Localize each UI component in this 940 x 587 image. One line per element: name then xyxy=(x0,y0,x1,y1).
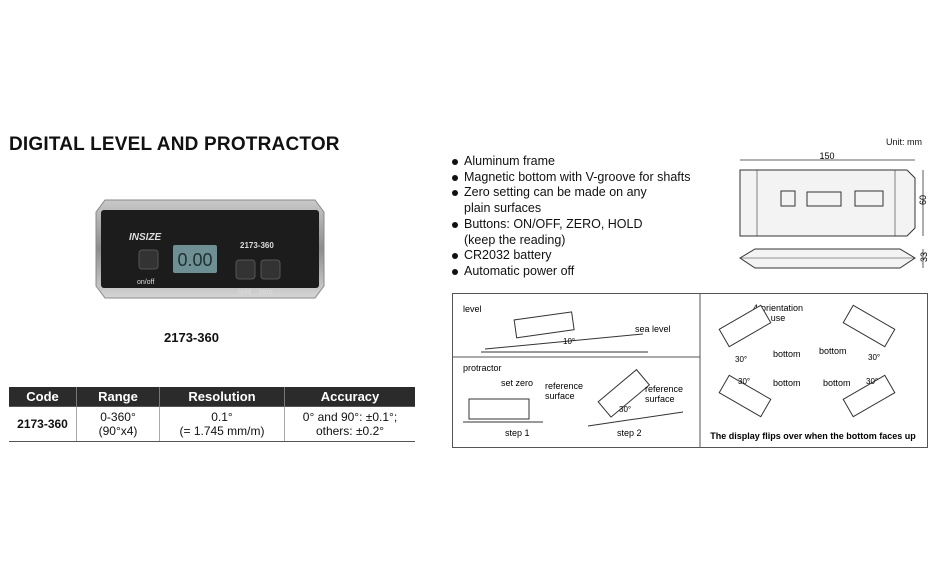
product-model-caption: 2173-360 xyxy=(164,330,219,345)
bottom-label-4: bottom xyxy=(823,378,851,388)
unit-label: Unit: mm xyxy=(886,137,922,147)
angle-30b-label-2: 30° xyxy=(868,353,880,362)
brand-logo: INSIZE xyxy=(129,232,162,243)
cell-range: 0-360°(90°x4) xyxy=(76,406,160,442)
col-code: Code xyxy=(9,387,77,407)
zero-label: zero xyxy=(259,289,273,296)
bullet-icon xyxy=(452,159,458,165)
cell-accuracy: 0° and 90°: ±0.1°;others: ±0.2° xyxy=(284,406,415,442)
hold-label: hold xyxy=(238,289,251,296)
list-item: Aluminum frame xyxy=(452,154,691,170)
list-item: Buttons: ON/OFF, ZERO, HOLD(keep the rea… xyxy=(452,217,691,248)
dimension-drawing: 150 60 33 xyxy=(739,151,929,269)
onoff-button xyxy=(138,249,159,270)
step2-label: step 2 xyxy=(617,428,642,438)
bullet-icon xyxy=(452,253,458,260)
diagram-caption: The display flips over when the bottom f… xyxy=(710,431,916,441)
protractor-label: protractor xyxy=(463,363,502,373)
step1-label: step 1 xyxy=(505,428,530,438)
hold-button xyxy=(235,259,256,280)
angle-30b-label-3: 30° xyxy=(738,377,750,386)
usage-diagram-canvas: level sea level 10° protractor set zero … xyxy=(453,294,916,447)
table-row: 2173-360 0-360°(90°x4) 0.1°(= 1.745 mm/m… xyxy=(9,406,415,442)
angle-30-label: 30° xyxy=(619,405,631,414)
sea-level-label: sea level xyxy=(635,324,671,334)
dim-thickness: 33 xyxy=(919,252,929,262)
bullet-icon xyxy=(452,190,458,197)
spec-table-header: Code Range Resolution Accuracy xyxy=(9,387,415,407)
bottom-label-3: bottom xyxy=(773,378,801,388)
dim-width: 150 xyxy=(819,151,834,161)
bullet-icon xyxy=(452,268,458,275)
bottom-label-2: bottom xyxy=(819,346,847,356)
lcd-display xyxy=(173,245,217,273)
page-title: DIGITAL LEVEL AND PROTRACTOR xyxy=(9,134,340,155)
list-item: Automatic power off xyxy=(452,264,691,280)
level-label: level xyxy=(463,304,482,314)
cell-code: 2173-360 xyxy=(9,406,77,442)
list-item: Magnetic bottom with V-groove for shafts xyxy=(452,170,691,186)
bullet-icon xyxy=(452,221,458,228)
bullet-icon xyxy=(452,174,458,181)
angle-10-label: 10° xyxy=(563,337,575,346)
angle-30b-label-4: 30° xyxy=(866,377,878,386)
col-range: Range xyxy=(76,387,160,407)
cell-resolution: 0.1°(= 1.745 mm/m) xyxy=(159,406,285,442)
spec-table: Code Range Resolution Accuracy 2173-360 … xyxy=(9,387,415,442)
zero-button xyxy=(260,259,281,280)
device-model-label: 2173-360 xyxy=(240,241,274,250)
usage-diagram: level sea level 10° protractor set zero … xyxy=(452,293,928,448)
product-image: 0.00 INSIZE 2173-360 on/off hold zero xyxy=(95,199,325,299)
bottom-label-1: bottom xyxy=(773,349,801,359)
col-resolution: Resolution xyxy=(159,387,285,407)
col-accuracy: Accuracy xyxy=(284,387,415,407)
set-zero-label: set zero xyxy=(501,378,533,388)
list-item: CR2032 battery xyxy=(452,248,691,264)
feature-list: Aluminum frame Magnetic bottom with V-gr… xyxy=(452,154,691,280)
onoff-label: on/off xyxy=(137,279,154,286)
dim-height: 60 xyxy=(918,195,928,205)
angle-30b-label-1: 30° xyxy=(735,355,747,364)
lcd-reading: 0.00 xyxy=(177,250,212,270)
